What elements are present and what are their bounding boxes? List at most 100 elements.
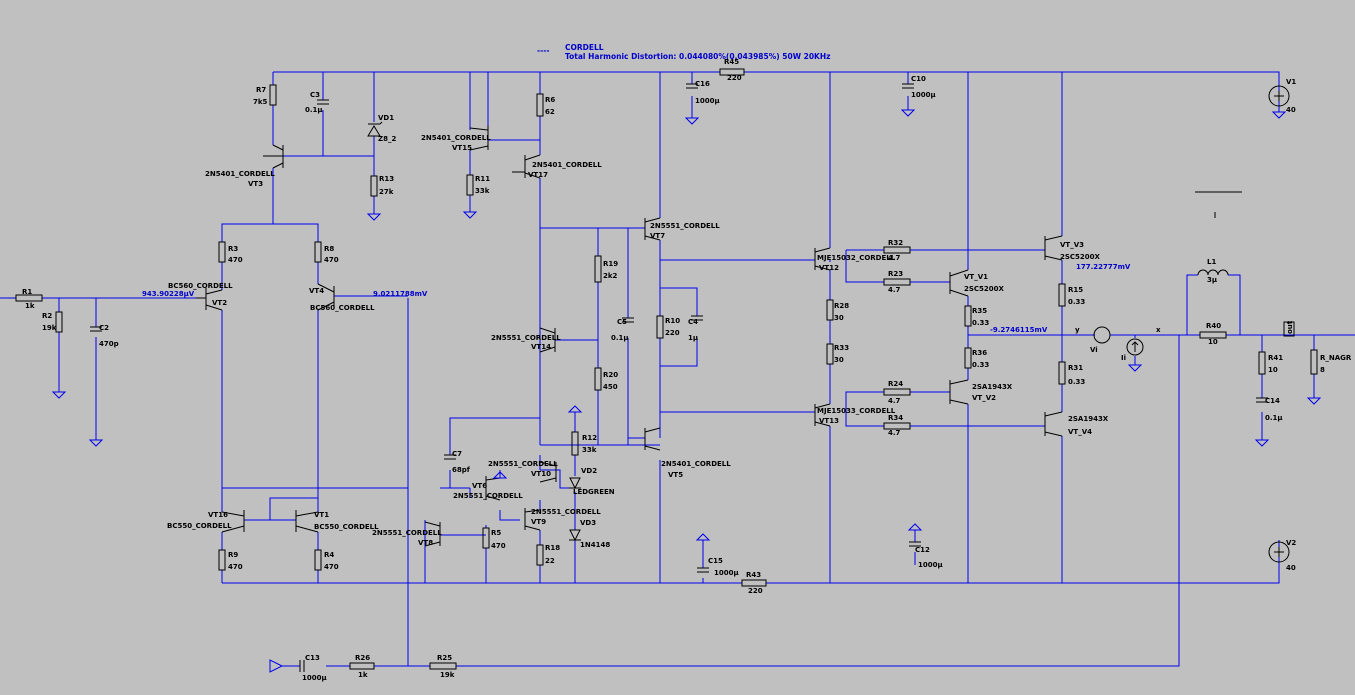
label-r20-value: 450: [603, 383, 618, 391]
label-r28-value: 30: [834, 314, 844, 322]
label-r5-value: 470: [491, 542, 506, 550]
label-r20-name: R20: [603, 371, 618, 379]
net-label-x: x: [1156, 326, 1161, 334]
label-c2-name: C2: [99, 324, 109, 332]
label-vd3-name: VD3: [580, 519, 596, 527]
label-r23-name: R23: [888, 270, 903, 278]
label-r26-value: 1k: [358, 671, 368, 679]
label-r34-value: 4.7: [888, 429, 901, 437]
label-c12-name: C12: [915, 546, 930, 554]
label-r19-value: 2k2: [603, 272, 618, 280]
label-r10-value: 220: [665, 329, 680, 337]
label-c15-name: C15: [708, 557, 723, 565]
label-c3-value: 0.1µ: [305, 106, 323, 114]
label-vt2-value: VT2: [212, 299, 227, 307]
label-vt1-value: BC550_CORDELL: [314, 523, 379, 531]
label-r18-name: R18: [545, 544, 560, 552]
label-r3-name: R3: [228, 245, 238, 253]
label-r35-value: 0.33: [972, 319, 989, 327]
label-vtv2-value: VT_V2: [972, 394, 996, 402]
label-c4-value: 1µ: [688, 334, 698, 342]
label-c14-value: 0.1µ: [1265, 414, 1283, 422]
label-vt6-value: 2N5551_CORDELL: [453, 492, 523, 500]
annotation-title: CORDELL: [565, 43, 604, 52]
label-r43-name: R43: [746, 571, 761, 579]
label-c5-name: C5: [617, 318, 627, 326]
label-r43-value: 220: [748, 587, 763, 595]
label-r32-value: 4.7: [888, 254, 901, 262]
label-vtv3-value: 2SC5200X: [1060, 253, 1101, 261]
label-vt7-name: 2N5551_CORDELL: [650, 222, 720, 230]
label-vd1-name: VD1: [378, 114, 394, 122]
label-vt10-value: VT10: [531, 470, 551, 478]
label-v1-value: 40: [1286, 106, 1296, 114]
label-vt6-name: VT6: [472, 482, 487, 490]
label-vd2-name: VD2: [581, 467, 597, 475]
label-r9-name: R9: [228, 551, 238, 559]
label-r2-value: 19k: [42, 324, 57, 332]
label-vt3-name: 2N5401_CORDELL: [205, 170, 275, 178]
label-ii-name: Ii: [1121, 354, 1126, 362]
label-r1-value: 1k: [25, 302, 35, 310]
label-c3-name: C3: [310, 91, 320, 99]
label-r11-value: 33k: [475, 187, 490, 195]
label-r40-value: 10: [1208, 338, 1218, 346]
label-r33-value: 30: [834, 356, 844, 364]
label-r35-name: R35: [972, 307, 987, 315]
label-vt9-value: VT9: [531, 518, 546, 526]
label-r24-name: R24: [888, 380, 903, 388]
label-c5-value: 0.1µ: [611, 334, 629, 342]
label-r19-name: R19: [603, 260, 618, 268]
label-c16-value: 1000µ: [695, 97, 720, 105]
label-v2-value: 40: [1286, 564, 1296, 572]
label-vt2-name: BC560_CORDELL: [168, 282, 233, 290]
label-r3-value: 470: [228, 256, 243, 264]
label-r31-name: R31: [1068, 364, 1083, 372]
label-vt10-name: 2N5551_CORDELL: [488, 460, 558, 468]
label-c10-value: 1000µ: [911, 91, 936, 99]
label-vd2-value: LEDGREEN: [573, 488, 615, 496]
label-r25-name: R25: [437, 654, 452, 662]
label-vt17-name: 2N5401_CORDELL: [532, 161, 602, 169]
label-r4-name: R4: [324, 551, 334, 559]
label-c12-value: 1000µ: [918, 561, 943, 569]
label-r7-value: 7k5: [253, 98, 268, 106]
label-vt1-name: VT1: [314, 511, 329, 519]
label-vt9-name: 2N5551_CORDELL: [531, 508, 601, 516]
label-r15-name: R15: [1068, 286, 1083, 294]
label-r28-name: R28: [834, 302, 849, 310]
voltage-label-vt3: 177.22777mV: [1076, 263, 1131, 271]
label-r23-value: 4.7: [888, 286, 901, 294]
label-r34-name: R34: [888, 414, 903, 422]
label-vt13-value: VT13: [819, 417, 839, 425]
label-r18-value: 22: [545, 557, 555, 565]
label-vtv1-value: 2SC5200X: [964, 285, 1005, 293]
label-vt5-value: VT5: [668, 471, 683, 479]
label-vt16-value: BC550_CORDELL: [167, 522, 232, 530]
label-r6-name: R6: [545, 96, 555, 104]
label-r31-value: 0.33: [1068, 378, 1085, 386]
label-r41-value: 10: [1268, 366, 1278, 374]
label-r12-name: R12: [582, 434, 597, 442]
label-vt16-name: VT16: [208, 511, 228, 519]
label-r36-value: 0.33: [972, 361, 989, 369]
label-l1-value: 3µ: [1207, 276, 1217, 284]
voltage-label-input: 943.90228µV: [142, 290, 195, 298]
label-vtv1-name: VT_V1: [964, 273, 988, 281]
net-label-y: y: [1075, 326, 1080, 334]
label-vd3-value: 1N4148: [580, 541, 610, 549]
label-vt4-name: VT4: [309, 287, 324, 295]
annotation-thd: Total Harmonic Distortion: 0.044080%(0.0…: [565, 52, 831, 61]
label-vt17-value: VT17: [528, 171, 548, 179]
label-rnagr-name: R_NAGR: [1320, 354, 1352, 362]
dash-marker: ----: [537, 46, 549, 55]
label-vt12-value: VT12: [819, 264, 839, 272]
voltage-label-output: -9.2746115mV: [990, 326, 1048, 334]
label-c2-value: 470p: [99, 340, 119, 348]
label-c15-value: 1000µ: [714, 569, 739, 577]
label-rnagr-value: 8: [1320, 366, 1325, 374]
label-r12-value: 33k: [582, 446, 597, 454]
label-vt15-value: VT15: [452, 144, 472, 152]
